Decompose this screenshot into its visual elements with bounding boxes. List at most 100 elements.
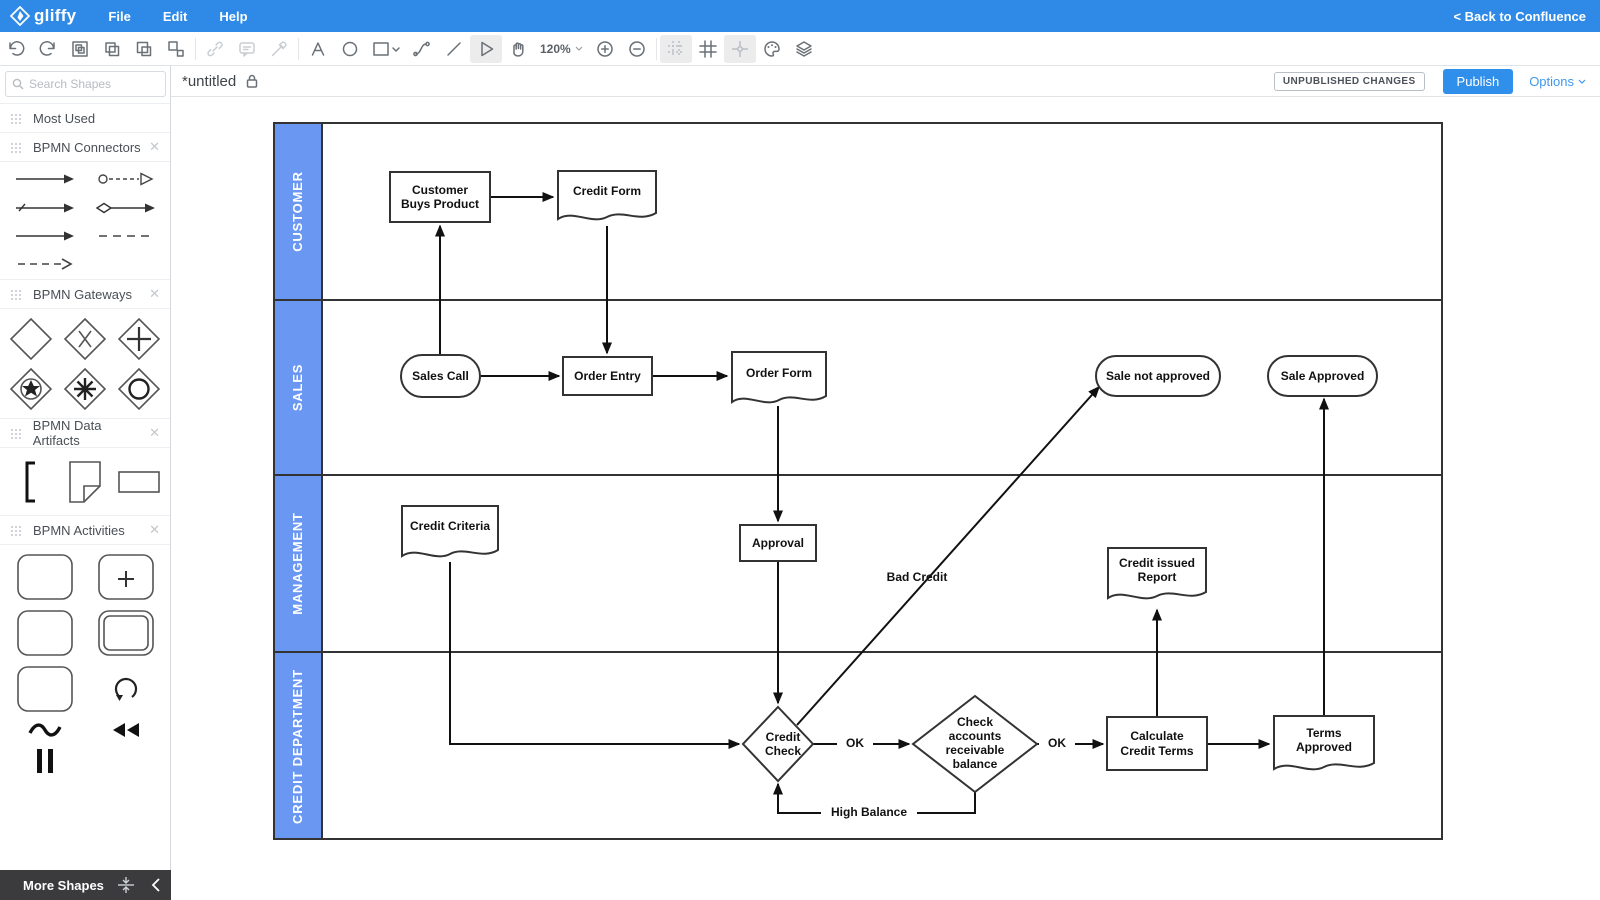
shape-connector-association[interactable]	[97, 228, 155, 244]
node-credit-criteria[interactable]	[401, 505, 499, 558]
connector-tool-button[interactable]	[406, 35, 438, 63]
node-order-entry[interactable]	[562, 356, 653, 396]
node-customer-buys-product[interactable]	[389, 171, 491, 223]
drag-handle-icon[interactable]	[10, 427, 21, 439]
section-bpmn-gateways[interactable]: BPMN Gateways ✕	[0, 279, 170, 309]
shape-connector-arrow[interactable]	[14, 171, 76, 187]
shape-gateway-parallel[interactable]	[117, 317, 161, 361]
zoom-in-button[interactable]	[589, 35, 621, 63]
shape-gateway-exclusive-x[interactable]	[63, 317, 107, 361]
shape-connector-directed-association[interactable]	[16, 256, 74, 272]
grid-button[interactable]	[692, 35, 724, 63]
pool-frame[interactable]	[273, 122, 1443, 840]
node-terms-approved[interactable]	[1273, 715, 1375, 771]
text-tool-button[interactable]	[302, 35, 334, 63]
node-credit-issued-report[interactable]	[1107, 547, 1207, 600]
shape-gateway-inclusive[interactable]	[117, 367, 161, 411]
lane-header-credit-department[interactable]	[273, 651, 323, 840]
shape-artifact-group-bracket[interactable]	[21, 460, 41, 504]
document-title[interactable]: *untitled	[182, 72, 237, 90]
drag-handle-icon[interactable]	[10, 288, 21, 300]
node-sales-call[interactable]	[400, 354, 481, 398]
link-button[interactable]	[199, 35, 231, 63]
shape-activity-task-3[interactable]	[16, 665, 74, 713]
copy-button[interactable]	[96, 35, 128, 63]
shape-gateway-event-based[interactable]	[9, 367, 53, 411]
redo-button[interactable]	[32, 35, 64, 63]
snap-grid-button[interactable]	[659, 34, 692, 63]
diagram-canvas[interactable]: CUSTOMER SALES MANAGEMENT CREDIT DEPARTM…	[171, 97, 1600, 900]
line-tool-button[interactable]	[438, 35, 470, 63]
shape-activity-task-plain[interactable]	[16, 609, 74, 657]
ungroup-button[interactable]	[160, 35, 192, 63]
section-bpmn-connectors[interactable]: BPMN Connectors ✕	[0, 132, 170, 162]
publish-button[interactable]: Publish	[1442, 68, 1514, 94]
options-dropdown[interactable]: Options	[1529, 74, 1586, 89]
close-icon[interactable]: ✕	[149, 425, 160, 440]
node-credit-form[interactable]	[557, 170, 657, 221]
section-bpmn-data-artifacts[interactable]: BPMN Data Artifacts ✕	[0, 418, 170, 448]
node-sale-not-approved[interactable]	[1095, 355, 1221, 397]
chevron-left-icon[interactable]	[149, 877, 163, 893]
close-icon[interactable]: ✕	[149, 286, 160, 301]
search-input[interactable]	[29, 77, 159, 91]
shape-gateway-complex[interactable]	[63, 367, 107, 411]
shape-connector-message[interactable]	[97, 170, 155, 188]
guides-button[interactable]	[723, 34, 756, 63]
rectangle-tool-button[interactable]	[366, 35, 406, 63]
menu-file[interactable]: File	[108, 8, 131, 24]
back-to-confluence-link[interactable]: < Back to Confluence	[1453, 8, 1586, 24]
section-most-used[interactable]: Most Used	[0, 103, 170, 133]
bpmn-diagram[interactable]	[273, 122, 1443, 840]
zoom-level-dropdown[interactable]: 120%	[534, 42, 589, 56]
shape-search[interactable]	[5, 71, 166, 97]
undo-button[interactable]	[0, 35, 32, 63]
theme-button[interactable]	[756, 35, 788, 63]
shape-connector-default[interactable]	[14, 200, 76, 216]
shape-activity-subprocess[interactable]	[97, 553, 155, 601]
lane-header-management[interactable]	[273, 474, 323, 653]
section-bpmn-activities[interactable]: BPMN Activities ✕	[0, 515, 170, 545]
group-button[interactable]	[64, 35, 96, 63]
close-icon[interactable]: ✕	[149, 522, 160, 537]
shape-marker-loop[interactable]	[111, 674, 141, 704]
label-sales-call: Sales Call	[412, 368, 469, 383]
layers-button[interactable]	[788, 35, 820, 63]
duplicate-button[interactable]	[128, 35, 160, 63]
node-approval[interactable]	[739, 524, 817, 562]
shape-artifact-annotation[interactable]	[117, 470, 161, 494]
ellipse-tool-button[interactable]	[334, 35, 366, 63]
shape-marker-compensation[interactable]	[111, 721, 141, 739]
drag-handle-icon[interactable]	[10, 524, 21, 536]
collapse-panel-icon[interactable]	[115, 876, 137, 894]
comment-button[interactable]	[231, 35, 263, 63]
shape-artifact-data-object[interactable]	[67, 460, 103, 504]
node-calculate-credit-terms[interactable]	[1106, 716, 1208, 771]
lane-header-sales[interactable]	[273, 299, 323, 476]
eyedropper-button[interactable]	[263, 35, 295, 63]
rectangle-tool-icon	[373, 41, 400, 56]
edge-badcredit-to-salenotapproved[interactable]	[796, 385, 1100, 726]
shape-activity-task[interactable]	[16, 553, 74, 601]
drag-handle-icon[interactable]	[10, 141, 21, 153]
node-sale-approved[interactable]	[1267, 355, 1378, 397]
node-credit-check[interactable]	[741, 705, 815, 783]
menu-help[interactable]: Help	[219, 8, 248, 24]
gliffy-logo[interactable]: gliffy	[10, 6, 76, 26]
node-check-accounts[interactable]	[911, 694, 1039, 794]
zoom-out-button[interactable]	[621, 35, 653, 63]
node-order-form[interactable]	[731, 351, 827, 404]
more-shapes-bar[interactable]: More Shapes	[0, 870, 171, 900]
shape-gateway-exclusive[interactable]	[9, 317, 53, 361]
menu-edit[interactable]: Edit	[162, 8, 188, 24]
edge-creditcriteria-to-creditcheck[interactable]	[449, 562, 741, 749]
pointer-tool-button[interactable]	[470, 34, 502, 63]
shape-connector-conditional[interactable]	[95, 200, 157, 216]
shape-connector-sequence[interactable]	[14, 228, 76, 244]
shape-activity-transaction[interactable]	[97, 609, 155, 657]
pan-tool-button[interactable]	[502, 35, 534, 63]
drag-handle-icon[interactable]	[10, 112, 21, 124]
close-icon[interactable]: ✕	[149, 139, 160, 154]
shape-marker-adhoc[interactable]	[27, 721, 63, 739]
shape-marker-pause[interactable]	[34, 747, 56, 773]
